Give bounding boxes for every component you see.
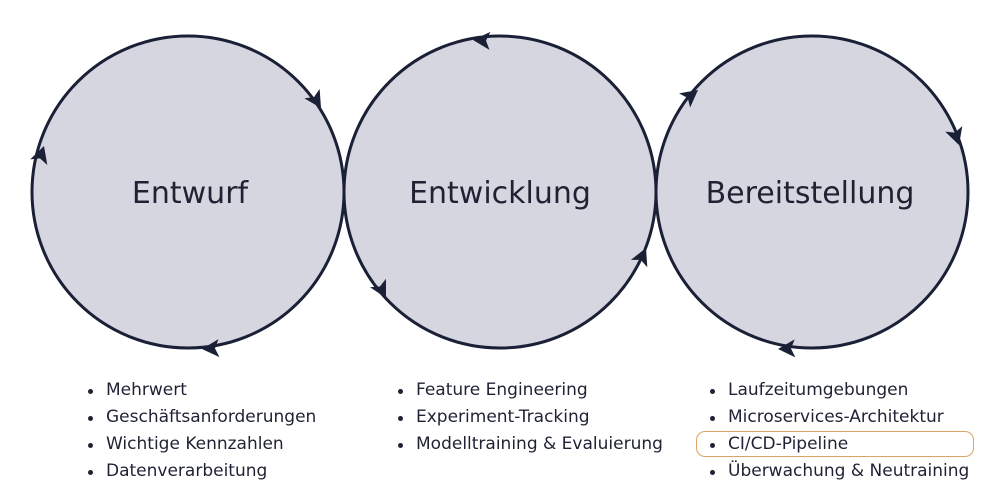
arrow-head-icon: [945, 126, 963, 145]
list-item: Mehrwert: [86, 377, 316, 404]
arrow-head-icon: [473, 31, 491, 50]
circle-entwicklung-label: Entwicklung: [409, 176, 591, 211]
list-item: Wichtige Kennzahlen: [86, 431, 316, 458]
arrow-head-icon: [370, 278, 386, 298]
arrow-head-icon: [30, 146, 48, 165]
circle-entwicklung: Entwicklung: [342, 34, 658, 350]
list-item: Experiment-Tracking: [396, 404, 663, 431]
arrow-head-icon: [304, 88, 321, 108]
circle-bereitstellung: Bereitstellung: [654, 34, 970, 350]
list-item: Datenverarbeitung: [86, 458, 316, 485]
circle-bereitstellung-shape: [654, 34, 970, 350]
list-item: Überwachung & Neutraining: [708, 458, 969, 485]
list-item: Laufzeitumgebungen: [708, 377, 969, 404]
circle-bereitstellung-label: Bereitstellung: [706, 176, 915, 211]
circle-entwurf-label: Entwurf: [132, 176, 250, 211]
circle-entwurf: Entwurf: [30, 34, 346, 350]
arrow-head-icon: [679, 90, 698, 108]
bereitstellung-item-list: Laufzeitumgebungen Microservices-Archite…: [695, 377, 975, 485]
arrow-head-icon: [630, 248, 648, 268]
highlighted-list-item: CI/CD-Pipeline: [695, 431, 975, 458]
arrow-head-icon: [202, 339, 220, 358]
list-item: Geschäftsanforderungen: [86, 404, 316, 431]
list-item: Feature Engineering: [396, 377, 663, 404]
list-item: Modelltraining & Evaluierung: [396, 431, 663, 458]
entwicklung-item-list: Feature Engineering Experiment-Tracking …: [396, 377, 663, 458]
list-item: Microservices-Architektur: [708, 404, 969, 431]
entwurf-item-list: Mehrwert Geschäftsanforderungen Wichtige…: [86, 377, 316, 485]
arrow-head-icon: [778, 339, 796, 358]
